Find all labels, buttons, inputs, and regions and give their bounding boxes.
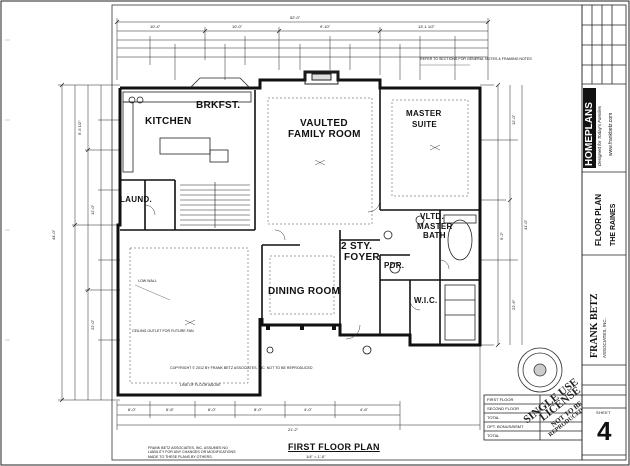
title-block: [483, 4, 627, 461]
license-stamp-seal: [517, 347, 563, 393]
breakfast-bay: [189, 77, 251, 89]
dim-top-d: 13'-1 1/2": [418, 24, 435, 29]
fireplace: [304, 71, 339, 85]
dim-bottom-e: 4'-0": [304, 407, 312, 412]
dim-bottom-f: 4'-6": [360, 407, 368, 412]
dim-bottom-g: 21'-2": [288, 427, 299, 432]
room-label-laundry: LAUND.: [120, 195, 153, 204]
plan-scale: 1/4" = 1'-0": [306, 454, 326, 459]
note-ceiling-outlet: CEILING OUTLET FOR FUTURE FAN: [132, 329, 194, 333]
area-row-label: FIRST FLOOR: [487, 397, 514, 402]
area-row-label: OPT. BONUS/BSMT: [487, 424, 524, 429]
dim-top-c: 9'-10": [320, 24, 331, 29]
dimension-lines: [58, 18, 523, 430]
door-swings: [144, 199, 450, 340]
title-block-sheet-label: FLOOR PLAN: [594, 194, 603, 246]
room-label-family-room: FAMILY ROOM: [288, 129, 361, 140]
note-floor-above: LINE OF FLOOR ABOVE: [180, 383, 221, 387]
dim-top-a: 10'-4": [150, 24, 161, 29]
entry-columns: [266, 326, 372, 355]
room-label-vltd: VLTD.: [420, 212, 445, 221]
room-label-two-story: 2 STY.: [341, 241, 373, 252]
dim-bottom-d: 8'-0": [254, 407, 262, 412]
area-row-label: TOTAL: [487, 415, 500, 420]
homeplans-brand-band: [583, 88, 596, 168]
kitchen-cabinets: [122, 91, 252, 173]
title-block-website: www.frankbetz.com: [608, 112, 614, 156]
dim-right-depth: 41'-0": [523, 219, 528, 230]
dim-left-b: 12'-0": [90, 204, 95, 215]
dim-right-b: 9'-2": [499, 232, 504, 240]
dim-bottom-a: 6'-0": [128, 407, 136, 412]
title-block-brand-sub: Designed for Today's Families: [597, 106, 602, 166]
dim-left-c: 22'-0": [90, 319, 95, 330]
room-label-master-bath-2: BATH: [423, 231, 446, 240]
dim-right-a: 12'-0": [511, 114, 516, 125]
room-label-kitchen: KITCHEN: [145, 116, 192, 127]
interior-walls: [120, 88, 480, 345]
note-leader-lines: [134, 64, 470, 301]
dimension-ticks: [59, 19, 513, 403]
note-disclaimer: FRANK BETZ ASSOCIATES, INC. ASSUMES NO L…: [148, 446, 236, 459]
room-label-wic: W.I.C.: [414, 296, 438, 305]
room-label-foyer: FOYER: [344, 252, 380, 263]
title-block-brand: HOMEPLANS: [584, 102, 595, 166]
note-low-wall: LOW WALL: [138, 279, 157, 283]
left-margin-tick-marks: [5, 39, 10, 341]
dim-overall-width: 52'-0": [290, 15, 301, 20]
room-label-suite: SUITE: [412, 120, 438, 129]
room-label-vaulted: VAULTED: [300, 118, 348, 129]
note-refer-sections: REFER TO SECTIONS FOR GENERAL NOTES & FR…: [420, 57, 532, 61]
dim-bottom-b: 6'-6": [166, 407, 174, 412]
dim-left-a: 9'-5 1/2": [77, 120, 82, 135]
room-label-master-bath-1: MASTER: [417, 222, 453, 231]
title-block-firm-sub: ASSOCIATES, INC.: [602, 318, 607, 358]
dim-right-c: 22'-6": [511, 299, 516, 310]
room-label-breakfast: BRKFST.: [196, 100, 241, 111]
title-block-sheet-caption: SHEET: [596, 410, 611, 415]
title-block-plan-name: THE RAINES: [610, 203, 617, 246]
plan-title: FIRST FLOOR PLAN: [288, 442, 380, 452]
drawing-border: [111, 4, 583, 461]
note-copyright: COPYRIGHT © 2012 BY FRANK BETZ ASSOCIATE…: [170, 366, 313, 370]
stair-treads: [180, 182, 250, 228]
area-row-label: SECOND FLOOR: [487, 406, 520, 411]
room-label-dining-room: DINING ROOM: [268, 286, 341, 297]
dim-top-b: 10'-0": [232, 24, 243, 29]
room-label-master: MASTER: [406, 109, 442, 118]
ceiling-fan-marks: [184, 144, 441, 326]
tray-ceiling-outline: [129, 97, 469, 384]
area-row-label: TOTAL: [487, 433, 500, 438]
title-block-firm: FRANK BETZ: [589, 293, 600, 358]
dim-bottom-c: 6'-0": [208, 407, 216, 412]
bath-fixtures: [383, 214, 477, 341]
title-block-sheet-number: 4: [597, 416, 612, 446]
dim-overall-depth: 44'-0": [51, 229, 56, 240]
room-label-pdr: PDR.: [384, 261, 405, 270]
